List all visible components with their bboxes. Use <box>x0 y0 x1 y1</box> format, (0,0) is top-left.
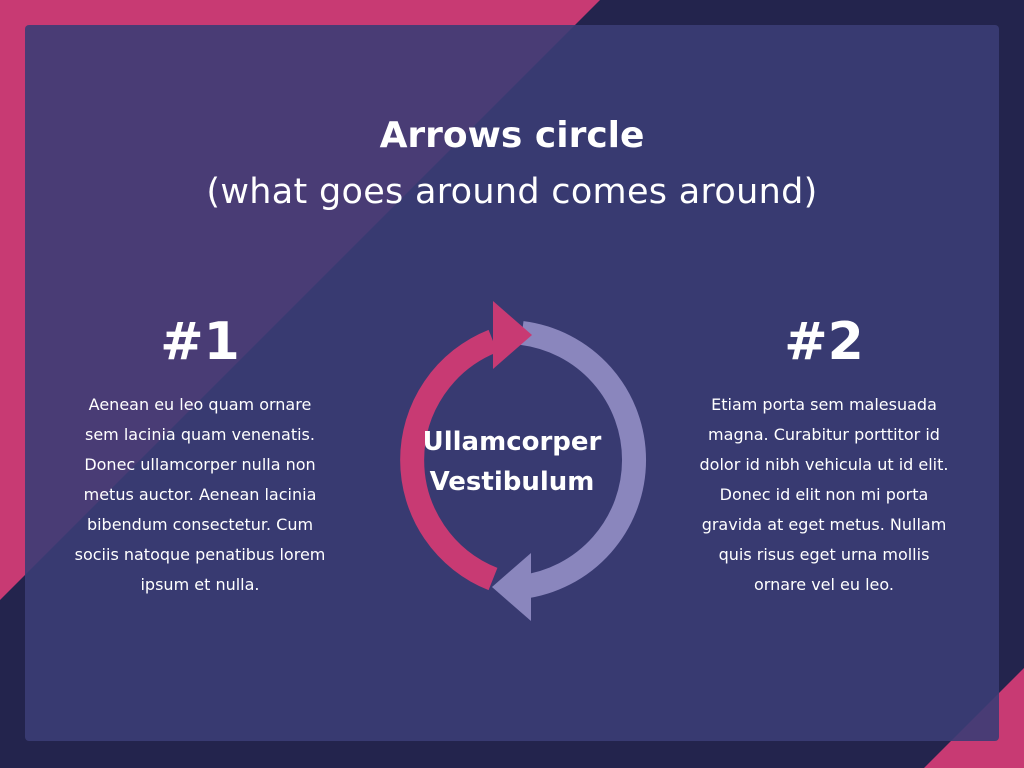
circular-arrows-icon <box>400 301 647 621</box>
step-2-text: Etiam porta sem malesuada magna. Curabit… <box>699 395 949 594</box>
pink-arc <box>400 329 498 591</box>
step-1-text: Aenean eu leo quam ornare sem lacinia qu… <box>74 395 326 594</box>
pink-arrowhead <box>493 301 532 369</box>
content-panel <box>25 25 999 741</box>
step-2-heading: #2 <box>784 312 864 372</box>
cycle-center-label: Ullamcorper Vestibulum <box>422 427 602 497</box>
lavender-arc <box>520 321 647 599</box>
step-1-heading: #1 <box>160 312 240 372</box>
slide-title: Arrows circle <box>379 115 645 156</box>
lavender-arrowhead <box>492 553 531 621</box>
slide-subtitle: (what goes around comes around) <box>206 172 818 212</box>
